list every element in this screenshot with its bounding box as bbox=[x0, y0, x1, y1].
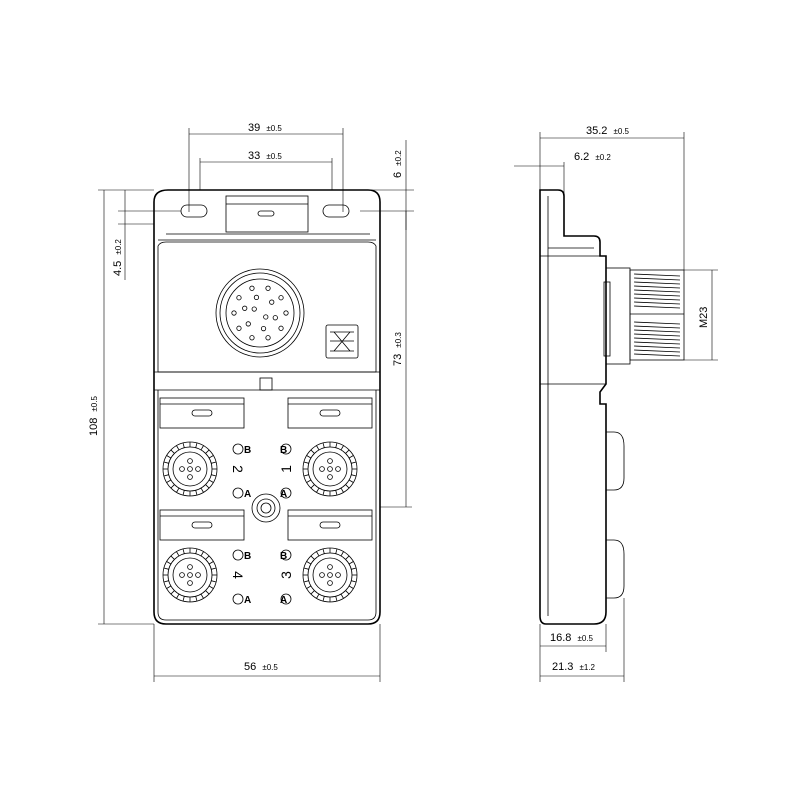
front-outer-body bbox=[153, 189, 381, 625]
port-4: B A 4 bbox=[159, 509, 251, 606]
dim-73: 73 ±0.3 bbox=[392, 332, 404, 366]
mounting-hole-right bbox=[322, 204, 350, 218]
side-view bbox=[539, 189, 685, 625]
port-number: 4 bbox=[230, 571, 246, 579]
dim-56: 56 ±0.5 bbox=[244, 661, 278, 673]
dim-4-5: 4.5 ±0.2 bbox=[112, 239, 124, 276]
center-screw bbox=[251, 493, 281, 523]
dim-m23: M23 bbox=[698, 307, 710, 328]
led-label-a: A bbox=[280, 595, 287, 606]
port-2: B A 2 bbox=[159, 397, 251, 500]
dim-16-8: 16.8 ±0.5 bbox=[550, 632, 594, 644]
led-label-b: B bbox=[280, 551, 287, 562]
label-holder-top bbox=[225, 195, 309, 233]
led-label-a: A bbox=[244, 595, 251, 606]
top-flange bbox=[158, 233, 376, 241]
m23-connector-side bbox=[603, 267, 685, 365]
dim-6-2: 6.2 ±0.2 bbox=[574, 151, 611, 163]
label-slot-top bbox=[257, 210, 275, 217]
dim-35-2: 35.2 ±0.5 bbox=[586, 125, 630, 137]
front-dimensions: 39 ±0.5 33 ±0.5 6 ±0.2 4.5 ±0.2 bbox=[88, 122, 414, 682]
center-clip bbox=[259, 377, 273, 391]
side-dimensions: 35.2 ±0.5 6.2 ±0.2 M23 16.8 ±0.5 21.3 ±1… bbox=[514, 125, 718, 682]
dim-39: 39 ±0.5 bbox=[248, 122, 282, 134]
dim-6: 6 ±0.2 bbox=[392, 150, 404, 178]
dim-33: 33 ±0.5 bbox=[248, 150, 282, 162]
side-port-upper bbox=[606, 431, 625, 491]
port-3: B A 3 bbox=[278, 509, 373, 606]
m23-connector-front bbox=[215, 268, 305, 358]
side-port-lower bbox=[606, 539, 625, 599]
side-body bbox=[539, 189, 607, 625]
led-label-a: A bbox=[280, 489, 287, 500]
port-number: 2 bbox=[230, 465, 246, 473]
led-label-b: B bbox=[280, 445, 287, 456]
brand-logo bbox=[325, 324, 359, 359]
led-label-b: B bbox=[244, 551, 251, 562]
dim-21-3: 21.3 ±1.2 bbox=[552, 661, 596, 673]
led-label-a: A bbox=[244, 489, 251, 500]
port-number: 3 bbox=[278, 571, 294, 579]
port-number: 1 bbox=[278, 465, 294, 473]
port-1: B A 1 bbox=[278, 397, 373, 500]
dim-108: 108 ±0.5 bbox=[88, 396, 100, 436]
upper-panel bbox=[157, 241, 377, 373]
led-label-b: B bbox=[244, 445, 251, 456]
